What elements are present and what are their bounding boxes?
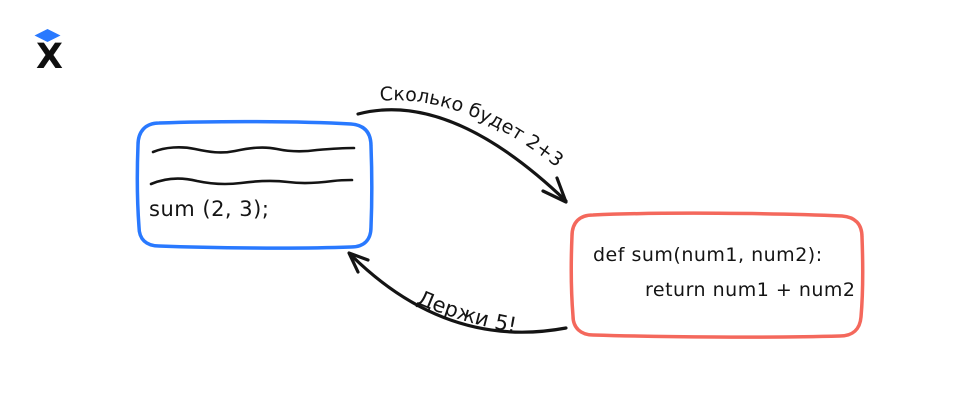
caller-code-box: sum (2, 3);: [135, 119, 374, 250]
response-arrow-curve: [350, 254, 568, 334]
function-code-line-2: return num1 + num2: [645, 279, 856, 301]
response-arrow-label: Держи 5!: [414, 286, 519, 338]
function-box-border: [569, 211, 865, 339]
caller-code-text: sum (2, 3);: [149, 197, 269, 221]
request-arrow-curve: [356, 108, 568, 203]
logo-mortarboard-icon: [34, 29, 61, 42]
caller-box-border: [135, 119, 374, 250]
logo-letter: X: [36, 37, 63, 77]
request-arrowhead-icon: [541, 176, 568, 204]
hexlet-logo: X: [34, 29, 63, 77]
function-code-line-1: def sum(num1, num2):: [593, 244, 823, 266]
function-code-box: def sum(num1, num2): return num1 + num2: [569, 211, 865, 339]
code-line-scribble: [151, 146, 356, 154]
code-line-scribble: [149, 177, 354, 186]
response-arrowhead-icon: [347, 251, 370, 274]
response-arrow: Держи 5!: [347, 251, 568, 338]
